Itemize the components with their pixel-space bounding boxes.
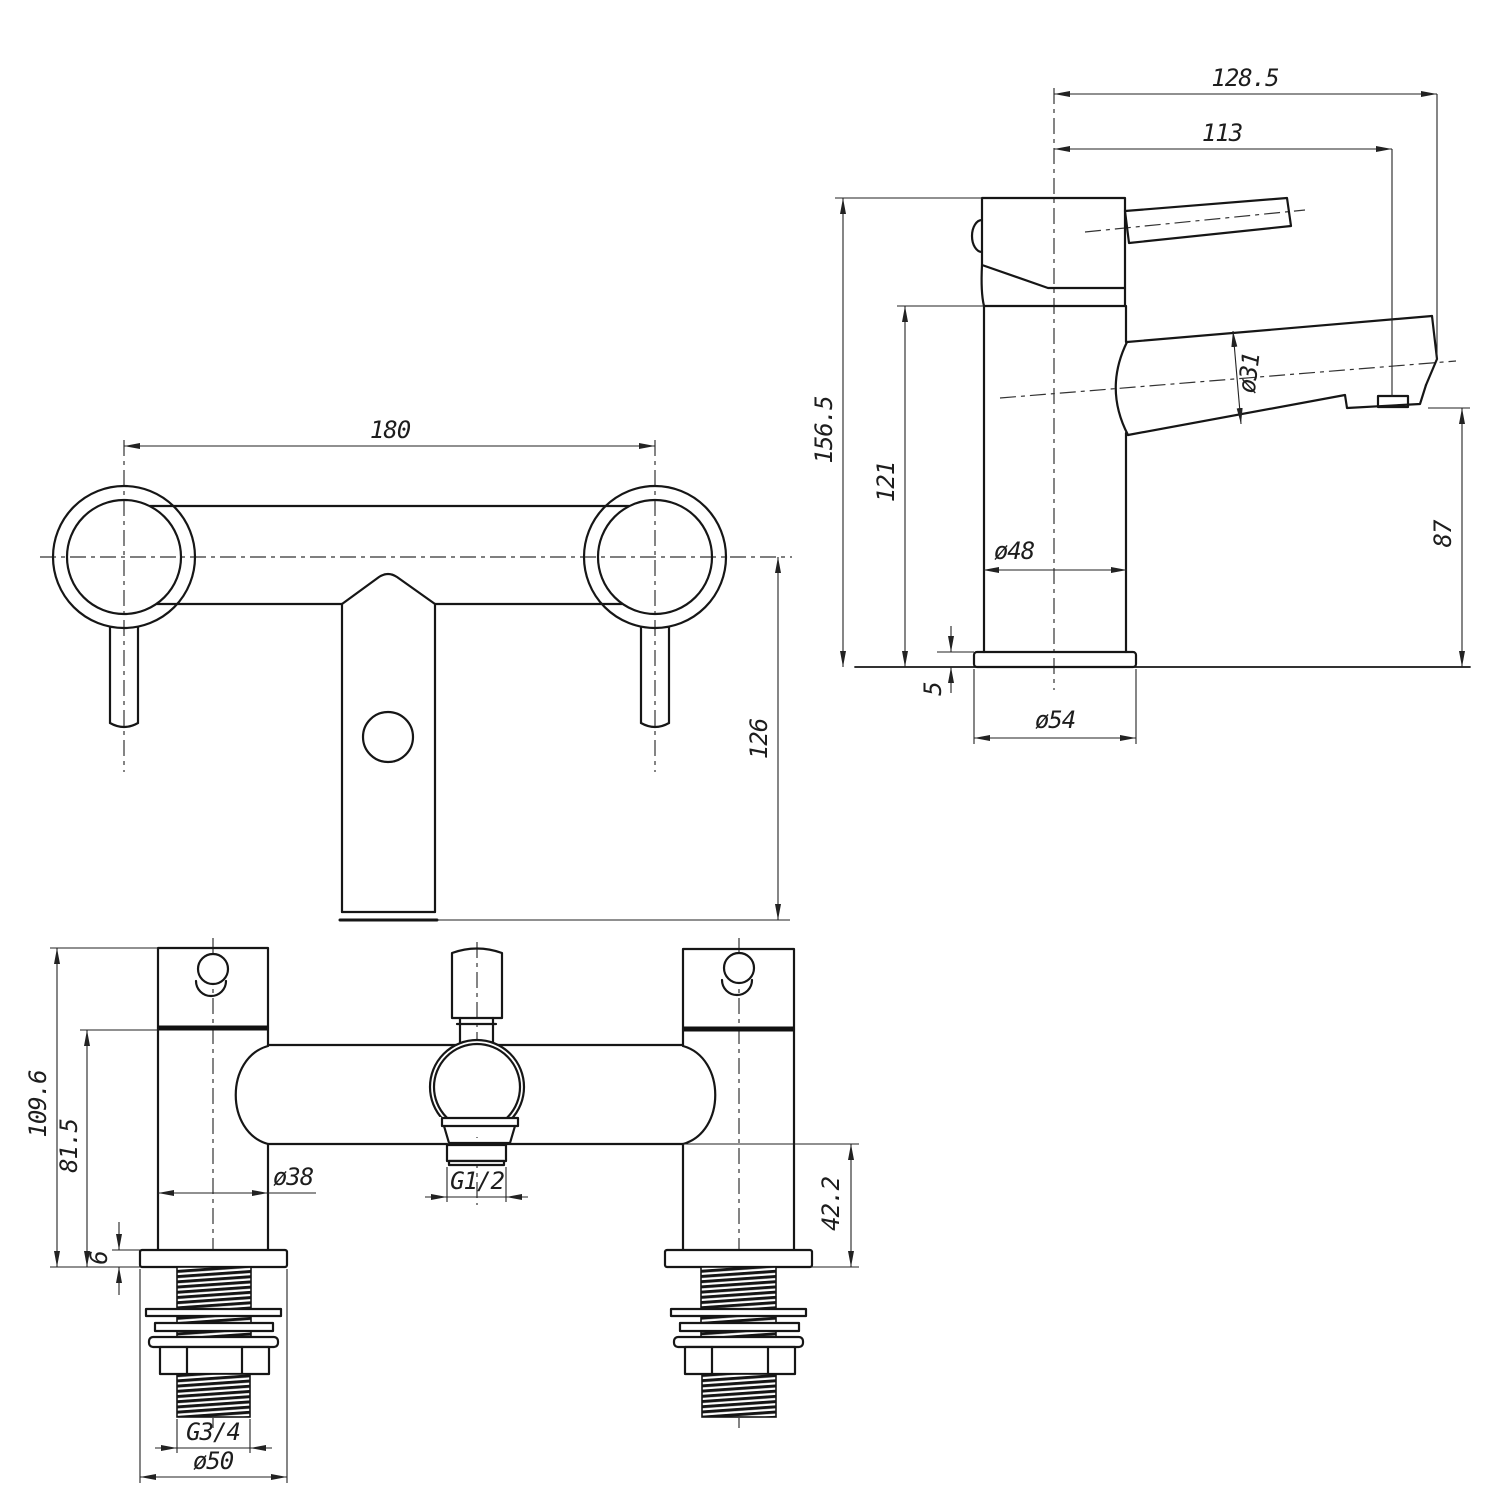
spout-peak bbox=[340, 572, 437, 606]
left-valve-outer-circle bbox=[51, 484, 197, 630]
dim-126-label: 126 bbox=[745, 718, 773, 759]
right-head-outline bbox=[681, 947, 796, 1031]
dim-g12-label: G1/2 bbox=[450, 1167, 504, 1195]
dim-5-label: 5 bbox=[919, 682, 947, 695]
dim-81-5-label: 81.5 bbox=[55, 1119, 83, 1173]
diverter-taper bbox=[442, 1124, 517, 1145]
left-handle-rod bbox=[108, 625, 140, 729]
right-washer-3 bbox=[672, 1335, 805, 1349]
right-handle-rod bbox=[639, 625, 671, 729]
dim-113-label: 113 bbox=[1202, 119, 1242, 147]
spout-top-edge bbox=[1125, 314, 1434, 344]
dim-42-2-label: 42.2 bbox=[817, 1177, 845, 1231]
diverter-hole bbox=[361, 710, 415, 764]
right-thread-upper bbox=[700, 1266, 777, 1348]
right-hex-nut bbox=[683, 1345, 797, 1376]
aerator-detail bbox=[1376, 394, 1410, 409]
left-handle-end-arc bbox=[194, 979, 228, 998]
right-thread-lower bbox=[701, 1373, 777, 1418]
left-thread-upper bbox=[176, 1266, 252, 1348]
right-washer-1 bbox=[669, 1307, 808, 1318]
right-hex-nut-facets bbox=[710, 1345, 770, 1376]
right-handle-end-arc bbox=[720, 978, 754, 997]
dim-87-label: 87 bbox=[1429, 519, 1457, 547]
lever-handle bbox=[1123, 196, 1293, 245]
dim-dia31-label: ø31 bbox=[1233, 351, 1266, 394]
left-pillar-right-edge bbox=[234, 1026, 270, 1252]
dim-121-label: 121 bbox=[872, 462, 900, 502]
spout-bottom-edge bbox=[1126, 383, 1428, 437]
dim-ext-109-6 bbox=[50, 947, 158, 1268]
centerline-spout bbox=[999, 360, 1457, 399]
centerline-lever bbox=[1084, 209, 1306, 233]
dim-line-dia31 bbox=[1231, 330, 1243, 425]
left-hex-nut bbox=[158, 1345, 271, 1376]
left-thread-lower bbox=[176, 1373, 251, 1418]
shower-outlet-cap bbox=[447, 1159, 506, 1167]
view-basin-mixer-side: 128.5 113 156.5 121 87 ø48 ø54 5 ø31 bbox=[810, 64, 1471, 744]
right-base-plate bbox=[663, 1248, 814, 1269]
left-washer-3 bbox=[147, 1335, 280, 1349]
dim-ext-dia50 bbox=[139, 1269, 288, 1483]
view-bath-filler-front: 109.6 81.5 6 ø38 G1/2 42.2 G3/4 ø50 bbox=[24, 938, 859, 1483]
dim-6-label: 6 bbox=[85, 1251, 113, 1265]
left-head-outline bbox=[156, 946, 270, 1030]
right-washer-2 bbox=[678, 1321, 801, 1333]
dim-g34-label: G3/4 bbox=[186, 1418, 240, 1446]
diverter-knob bbox=[450, 947, 504, 1020]
right-valve-inner-circle bbox=[596, 498, 714, 616]
neck-left-edge bbox=[980, 263, 986, 308]
view-wall-mixer-front: 180 126 bbox=[40, 416, 792, 922]
left-handle-end-circle bbox=[196, 952, 230, 986]
spout-pipe-edges bbox=[340, 602, 437, 914]
dim-156-5-label: 156.5 bbox=[810, 396, 838, 463]
right-handle-end-circle bbox=[722, 951, 756, 985]
dim-dia38-label: ø38 bbox=[273, 1163, 314, 1191]
set-screw-arc bbox=[970, 218, 984, 254]
collar-joint bbox=[982, 286, 1127, 308]
dim-dia50-label: ø50 bbox=[193, 1447, 234, 1475]
right-pillar-left-edge bbox=[681, 1027, 717, 1252]
head-outline bbox=[980, 196, 1127, 290]
dim-ext-dia54 bbox=[973, 669, 1137, 744]
left-washer-1 bbox=[144, 1307, 283, 1318]
dim-dia48-label: ø48 bbox=[994, 537, 1035, 565]
spout-left-cap bbox=[1114, 340, 1130, 437]
dim-109-6-label: 109.6 bbox=[24, 1070, 52, 1138]
left-washer-2 bbox=[153, 1321, 275, 1333]
left-valve-inner-circle bbox=[65, 498, 183, 616]
right-valve-outer-circle bbox=[582, 484, 728, 630]
dim-180-label: 180 bbox=[370, 416, 411, 444]
left-hex-nut-facets bbox=[185, 1345, 244, 1376]
shower-outlet bbox=[445, 1143, 508, 1163]
dim-128-5-label: 128.5 bbox=[1211, 64, 1278, 92]
left-base-plate bbox=[138, 1248, 289, 1269]
diverter-stem bbox=[455, 1016, 498, 1044]
diverter-collar bbox=[440, 1116, 520, 1128]
dim-dia54-label: ø54 bbox=[1035, 706, 1075, 734]
